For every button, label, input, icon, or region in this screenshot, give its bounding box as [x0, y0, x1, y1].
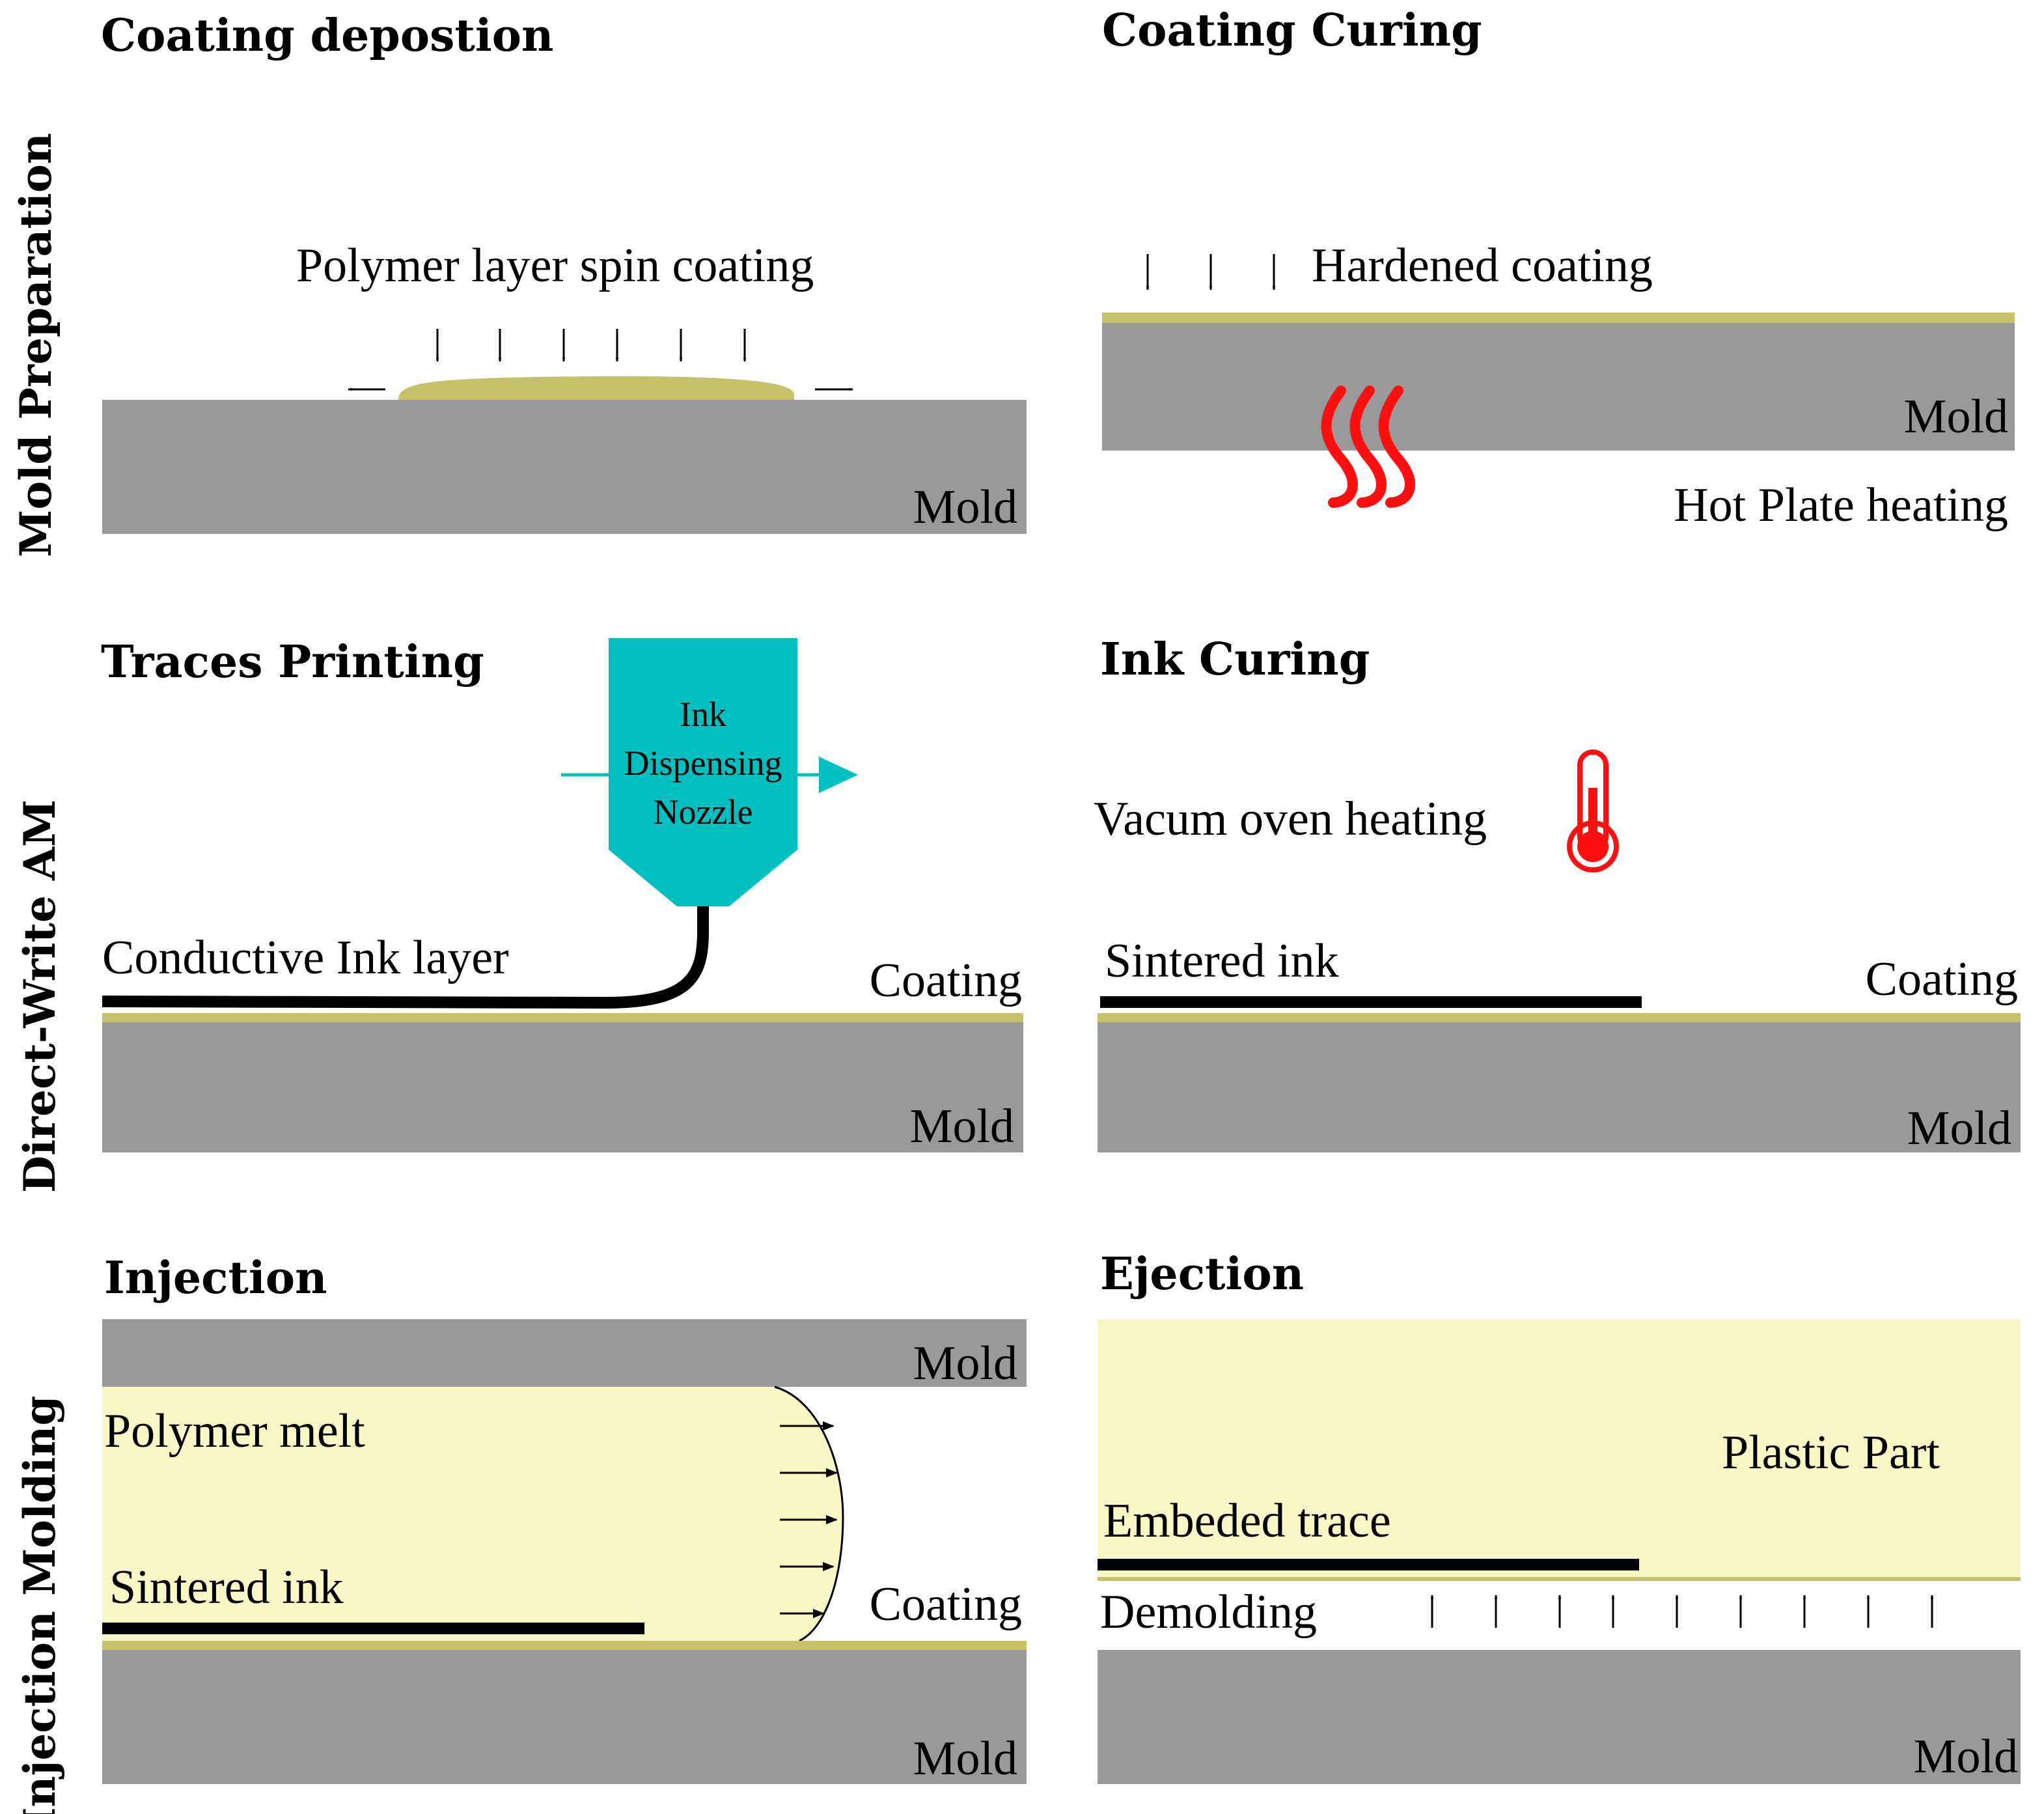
panel-traces-printing: Traces Printing Ink Dispensing Nozzle Co…: [101, 636, 1023, 1153]
mold-block: [102, 1022, 1023, 1152]
panel-ink-curing: Ink Curing Vacum oven heating Sintered i…: [1094, 634, 2021, 1155]
mold-block: [1098, 1650, 2021, 1784]
coating-label: Coating: [870, 954, 1022, 1007]
flow-arrows: [780, 1421, 838, 1619]
ink-dispensing-nozzle: [609, 638, 797, 906]
polymer-melt-label: Polymer melt: [104, 1404, 365, 1458]
panel-coating-deposition: Coating depostion Polymer layer spin coa…: [101, 10, 1027, 534]
coating-label: Coating: [1866, 953, 2018, 1006]
conductive-ink-label: Conductive Ink layer: [102, 931, 509, 984]
coating-layer: [1102, 313, 2015, 323]
mold-label: Mold: [913, 481, 1017, 534]
coating-label: Coating: [870, 1578, 1022, 1631]
nozzle-label-line3: Nozzle: [654, 792, 753, 831]
sintered-ink-label: Sintered ink: [109, 1561, 344, 1614]
panel-title: Coating Curing: [1102, 5, 1482, 57]
polymer-melt: [102, 1387, 843, 1641]
embedded-trace: [1098, 1559, 1639, 1570]
row-label-injection-molding: Injection Molding: [14, 1396, 65, 1814]
embedded-trace-label: Embeded trace: [1103, 1494, 1391, 1548]
mold-block: [1102, 323, 2015, 451]
row-label-mold-preparation: Mold Preparation: [10, 133, 61, 557]
hardened-coating-label: Hardened coating: [1312, 239, 1653, 292]
vacuum-oven-label: Vacum oven heating: [1094, 792, 1487, 846]
coating-layer: [102, 1641, 1027, 1650]
sintered-ink-trace: [102, 1623, 644, 1634]
spin-coating-label: Polymer layer spin coating: [296, 239, 814, 292]
top-mold-block: [102, 1319, 1027, 1387]
panel-coating-curing: Coating Curing Hardened coating Mold Hot…: [1102, 5, 2015, 532]
panel-title: Traces Printing: [101, 636, 484, 688]
sintered-ink-trace: [1100, 996, 1642, 1008]
coating-layer: [102, 1013, 1023, 1022]
panel-title: Injection: [104, 1252, 327, 1304]
heat-waves-icon: [1321, 385, 1415, 508]
hot-plate-label: Hot Plate heating: [1674, 479, 2008, 532]
plastic-part-label: Plastic Part: [1722, 1426, 1940, 1479]
panel-title: Coating depostion: [101, 10, 553, 62]
thermometer-icon: [1567, 749, 1619, 872]
panel-injection: Injection Mold Polymer melt Sintered ink…: [102, 1252, 1027, 1785]
mold-block: [1098, 1022, 2021, 1152]
part-coating: [1098, 1577, 2021, 1581]
sintered-ink-label: Sintered ink: [1105, 934, 1339, 988]
mold-label: Mold: [1907, 1102, 2011, 1155]
nozzle-label-line2: Dispensing: [624, 744, 782, 783]
coating-layer: [1098, 1013, 2021, 1022]
mold-label: Mold: [913, 1732, 1017, 1785]
panel-title: Ejection: [1100, 1248, 1304, 1300]
top-mold-label: Mold: [913, 1337, 1017, 1390]
plastic-part: [1098, 1319, 2021, 1577]
mold-label: Mold: [1914, 1730, 2018, 1783]
up-arrows: [1430, 1595, 1934, 1628]
demolding-label: Demolding: [1100, 1585, 1317, 1639]
row-label-direct-write: Direct-Write AM: [14, 800, 65, 1193]
panel-ejection: Ejection Plastic Part Embeded trace Demo…: [1098, 1248, 2021, 1784]
mold-block: [102, 400, 1027, 534]
mold-label: Mold: [1904, 390, 2008, 443]
mold-block: [102, 1650, 1027, 1784]
nozzle-label-line1: Ink: [680, 695, 726, 734]
ink-trace: [102, 905, 709, 1009]
down-arrows: [1146, 254, 1276, 290]
polymer-droplet: [398, 376, 794, 400]
panel-title: Ink Curing: [1100, 634, 1370, 686]
mold-label: Mold: [910, 1100, 1014, 1153]
down-arrows: [435, 329, 747, 362]
